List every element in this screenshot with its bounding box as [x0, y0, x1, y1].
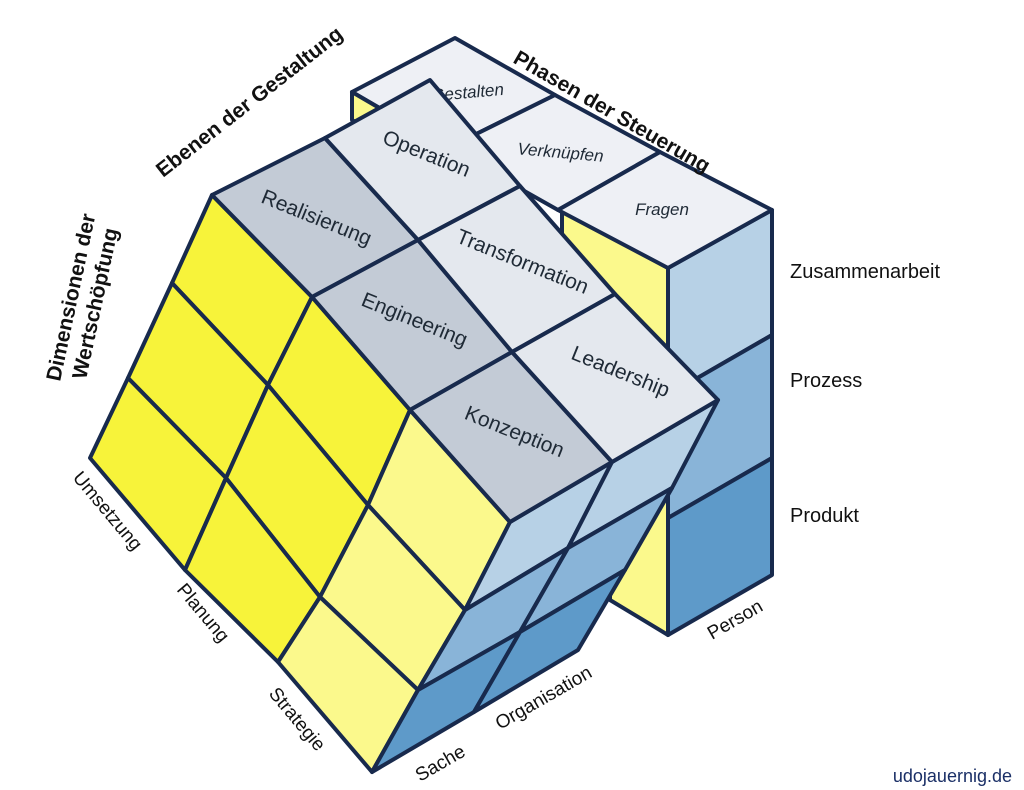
- axis-label-sache: Sache: [412, 741, 469, 786]
- back-top-tile-3: [556, 150, 774, 270]
- right-axis-labels: Zusammenarbeit Prozess Produkt: [790, 261, 941, 527]
- axis-label-produkt: Produkt: [790, 505, 859, 527]
- axis-label-zusammenarbeit: Zusammenarbeit: [790, 261, 941, 283]
- axis-label-prozess: Prozess: [790, 370, 862, 392]
- back-top-label-3: Fragen: [635, 200, 689, 219]
- front-cube: Realisierung Operation Engineering Trans…: [88, 78, 720, 774]
- right-tile-3-2: [472, 568, 627, 714]
- top-tile-front-right: [510, 292, 720, 464]
- credit-label: udojauernig.de: [893, 766, 1012, 786]
